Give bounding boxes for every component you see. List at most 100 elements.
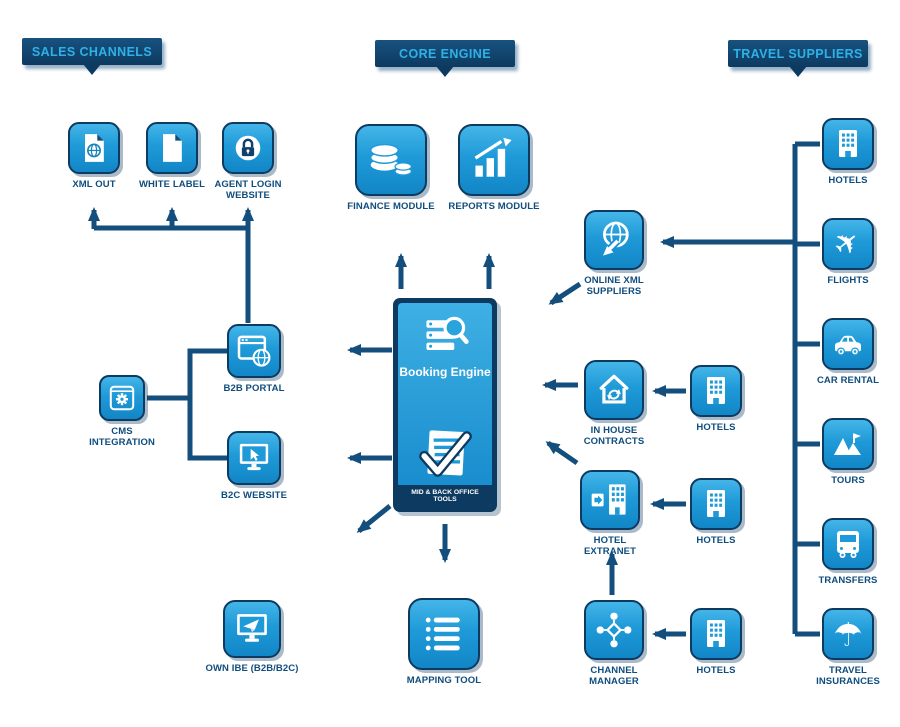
hotels-channel-node: HOTELS [671, 608, 761, 676]
hotel-extranet-icon [580, 470, 640, 530]
building-icon [839, 130, 857, 157]
banner-sales-channels: SALES CHANNELS [22, 38, 162, 75]
hotels-icon [822, 118, 874, 170]
mid-back-office-label: MID & BACK OFFICE TOOLS [398, 485, 492, 507]
travel-insurances-label: TRAVEL INSURANCES [816, 665, 880, 688]
channel-manager-node: CHANNEL MANAGER [564, 600, 664, 688]
hub-network-icon [596, 612, 632, 648]
flights-node: ✈ FLIGHTS [803, 218, 893, 286]
hotels-icon [690, 365, 742, 417]
umbrella-icon: ☂ [833, 615, 863, 653]
gear-window-icon [109, 385, 135, 411]
transfers-label: TRANSFERS [818, 575, 878, 586]
tours-icon [822, 418, 874, 470]
online-xml-suppliers-icon [584, 210, 644, 270]
cms-integration-node: CMS INTEGRATION [72, 375, 172, 449]
banner-sales-channels-label: SALES CHANNELS [31, 44, 153, 59]
hotels-supplier-label: HOTELS [828, 175, 868, 186]
distribution-connectors [542, 236, 795, 640]
building-arrow-icon [591, 484, 626, 515]
b2b-portal-icon [227, 324, 281, 378]
agent-login-label: AGENT LOGIN WEBSITE [214, 179, 282, 202]
online-xml-suppliers-label: ONLINE XML SUPPLIERS [584, 275, 644, 298]
xml-out-node: XML OUT [49, 122, 139, 190]
core-connectors [347, 253, 495, 563]
car-rental-icon [822, 318, 874, 370]
own-ibe-icon [223, 600, 281, 658]
transfers-node: TRANSFERS [803, 518, 893, 586]
agent-login-icon [222, 122, 274, 174]
booking-engine-title: Booking Engine [399, 365, 491, 379]
b2b-portal-node: B2B PORTAL [209, 324, 299, 394]
reports-module-node: REPORTS MODULE [439, 124, 549, 212]
flights-icon: ✈ [822, 218, 874, 270]
monitor-cursor-icon [239, 443, 269, 471]
checklist-icon [419, 430, 472, 477]
finance-module-label: FINANCE MODULE [347, 201, 435, 212]
white-label-icon [146, 122, 198, 174]
b2b-portal-label: B2B PORTAL [223, 383, 285, 394]
house-refresh-icon [599, 374, 629, 404]
tours-node: TOURS [803, 418, 893, 486]
own-ibe-label: OWN IBE (B2B/B2C) [205, 663, 299, 674]
list-icon [425, 617, 460, 651]
suppliers-spine [792, 141, 820, 637]
search-server-icon [426, 316, 469, 350]
channel-manager-icon [584, 600, 644, 660]
travel-insurances-node: ☂ TRAVEL INSURANCES [803, 608, 893, 688]
hotel-extranet-label: HOTEL EXTRANET [584, 535, 636, 558]
in-house-contracts-icon [584, 360, 644, 420]
channel-manager-label: CHANNEL MANAGER [589, 665, 639, 688]
agent-login-node: AGENT LOGIN WEBSITE [203, 122, 293, 202]
flights-label: FLIGHTS [827, 275, 869, 286]
lock-icon [235, 135, 261, 161]
tours-label: TOURS [831, 475, 865, 486]
b2c-website-icon [227, 431, 281, 485]
white-label-node: WHITE LABEL [127, 122, 217, 190]
building-icon [707, 490, 725, 517]
hotels-supplier-node: HOTELS [803, 118, 893, 186]
finance-module-node: FINANCE MODULE [336, 124, 446, 212]
banner-tail [83, 64, 101, 75]
building-icon [707, 620, 725, 647]
hotels-label: HOTELS [696, 535, 736, 546]
mapping-tool-label: MAPPING TOOL [406, 675, 482, 686]
mapping-tool-node: MAPPING TOOL [389, 598, 499, 686]
reports-module-label: REPORTS MODULE [448, 201, 540, 212]
b2c-website-node: B2C WEBSITE [209, 431, 299, 501]
online-xml-suppliers-node: ONLINE XML SUPPLIERS [564, 210, 664, 298]
hotel-extranet-node: HOTEL EXTRANET [560, 470, 660, 558]
banner-tail [789, 66, 807, 77]
booking-engine-inner: Booking Engine MID & BACK OFFICE TOOLS [398, 303, 492, 507]
xml-out-icon [68, 122, 120, 174]
banner-travel-suppliers: TRAVEL SUPPLIERS [728, 40, 868, 77]
hotels-icon [690, 478, 742, 530]
monitor-plane-icon [237, 614, 267, 642]
transfers-icon [822, 518, 874, 570]
own-ibe-node: OWN IBE (B2B/B2C) [202, 600, 302, 674]
hotels-in-house-node: HOTELS [671, 365, 761, 433]
bus-icon [837, 531, 859, 558]
database-icon [369, 143, 412, 176]
b2c-website-label: B2C WEBSITE [220, 490, 288, 501]
banner-core-engine: CORE ENGINE [375, 40, 515, 77]
car-rental-node: CAR RENTAL [803, 318, 893, 386]
globe-arrow-icon [603, 221, 629, 256]
white-label-label: WHITE LABEL [138, 179, 205, 190]
banner-tail [436, 66, 454, 77]
mapping-tool-icon [408, 598, 480, 670]
banner-travel-suppliers-label: TRAVEL SUPPLIERS [733, 46, 863, 61]
hotels-icon [690, 608, 742, 660]
mountains-flag-icon [834, 433, 861, 455]
bar-chart-icon [474, 137, 512, 177]
browser-globe-icon [237, 335, 271, 367]
xml-out-label: XML OUT [72, 179, 116, 190]
reports-module-icon [458, 124, 530, 196]
plane-icon: ✈ [827, 222, 868, 265]
booking-engine-box: Booking Engine MID & BACK OFFICE TOOLS [393, 298, 497, 512]
in-house-contracts-label: IN HOUSE CONTRACTS [583, 425, 645, 448]
finance-module-icon [355, 124, 427, 196]
page-globe-icon [85, 134, 104, 162]
